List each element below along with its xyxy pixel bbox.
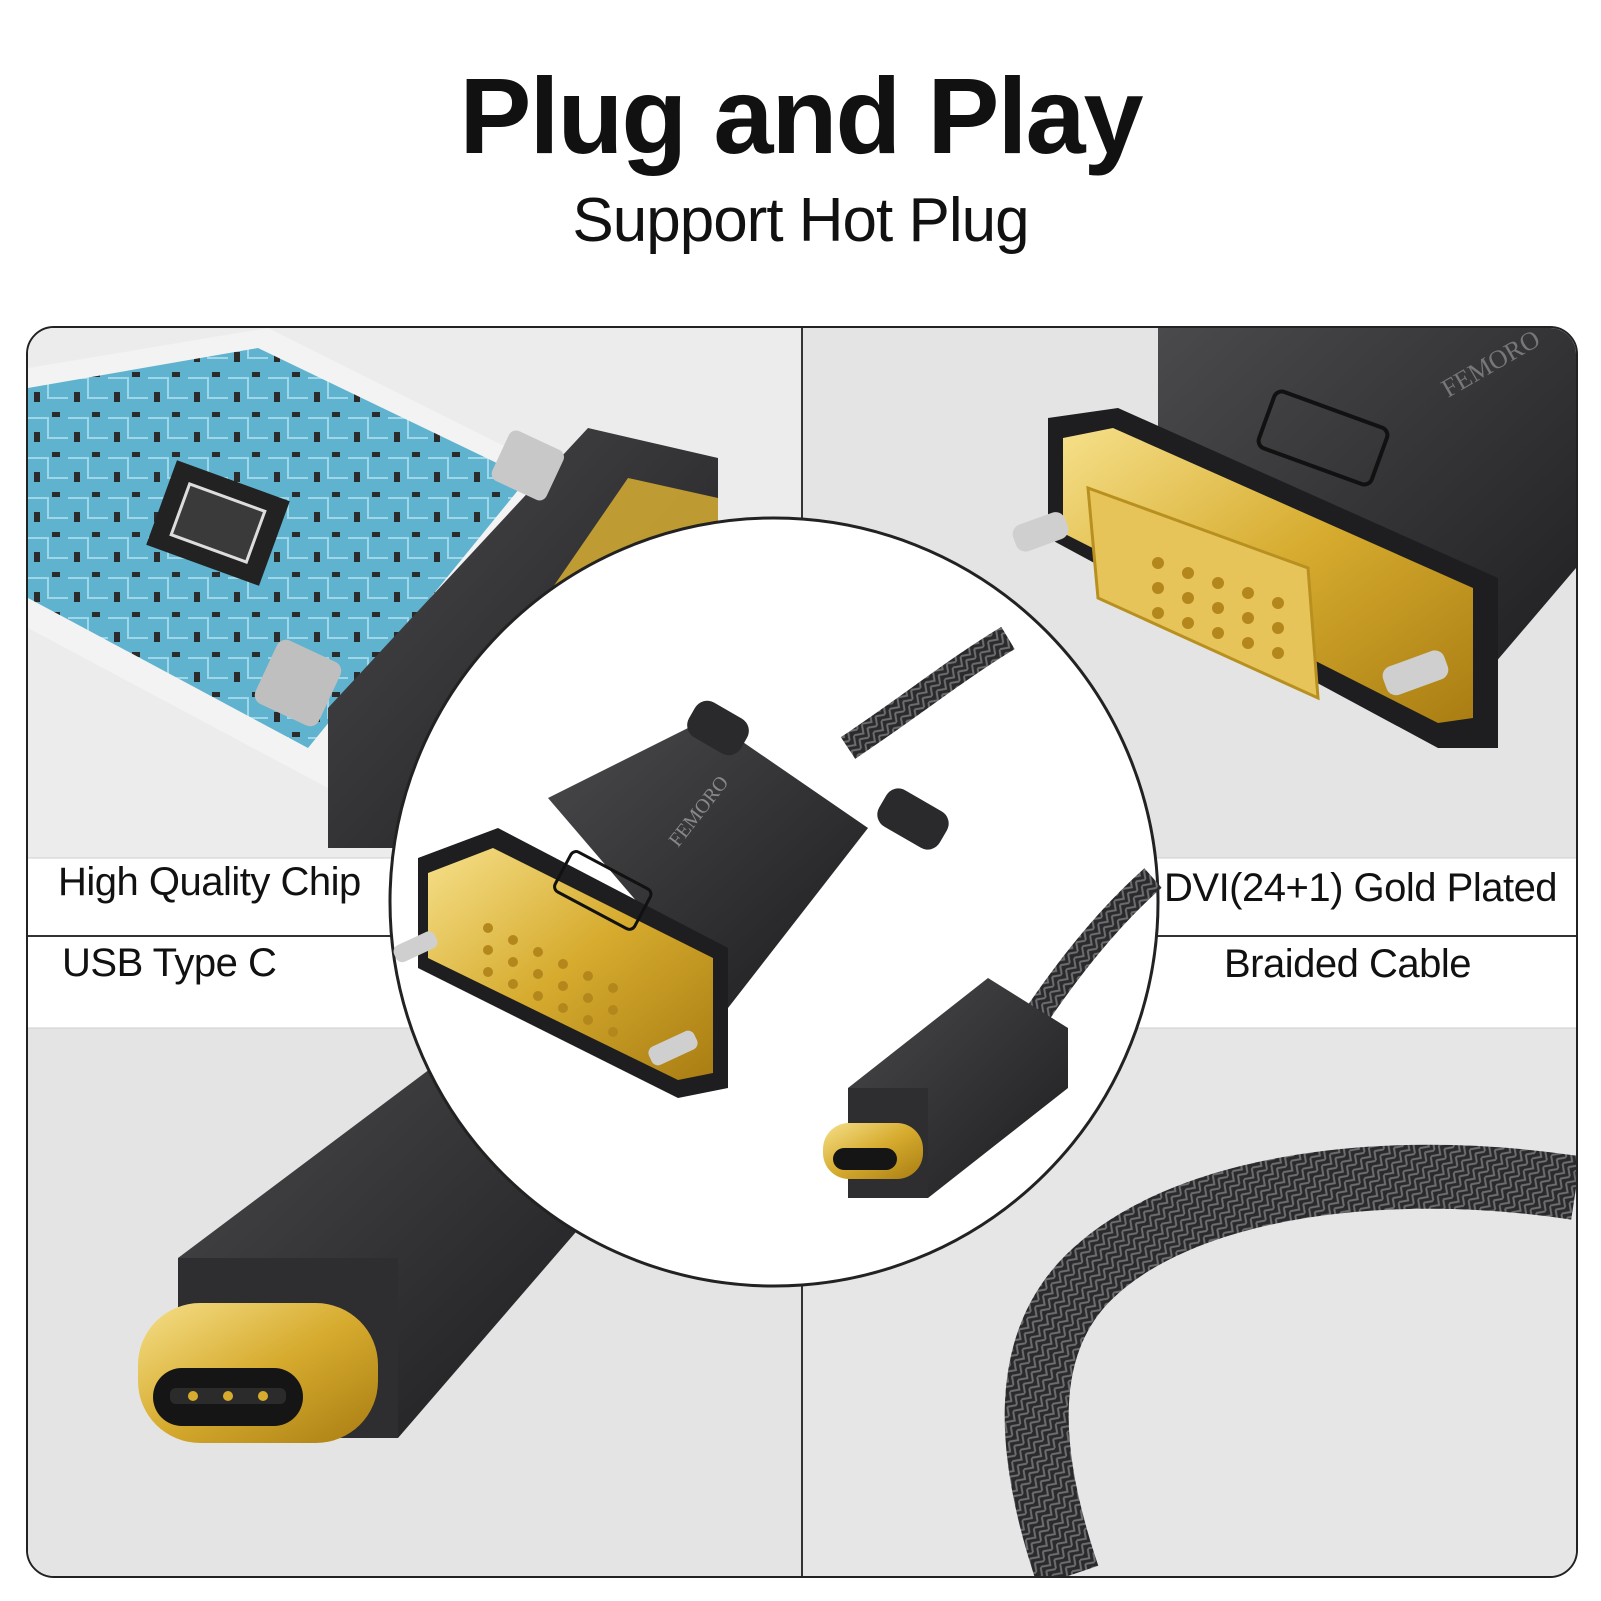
label-high-quality-chip: High Quality Chip <box>58 860 361 904</box>
label-dvi-gold-plated: DVI(24+1) Gold Plated <box>1164 866 1558 910</box>
feature-panel: FEMORO <box>26 326 1578 1578</box>
page-title: Plug and Play <box>459 55 1143 176</box>
dvi-connector-image: FEMORO <box>1012 328 1576 748</box>
braided-cable-image <box>1004 1144 1576 1576</box>
label-usb-type-c: USB Type C <box>62 941 277 985</box>
page-subtitle: Support Hot Plug <box>572 186 1029 255</box>
product-overview-circle: FEMORO <box>388 516 1162 1288</box>
label-braided-cable: Braided Cable <box>1224 942 1472 986</box>
feature-illustration: FEMORO <box>28 328 1576 1576</box>
